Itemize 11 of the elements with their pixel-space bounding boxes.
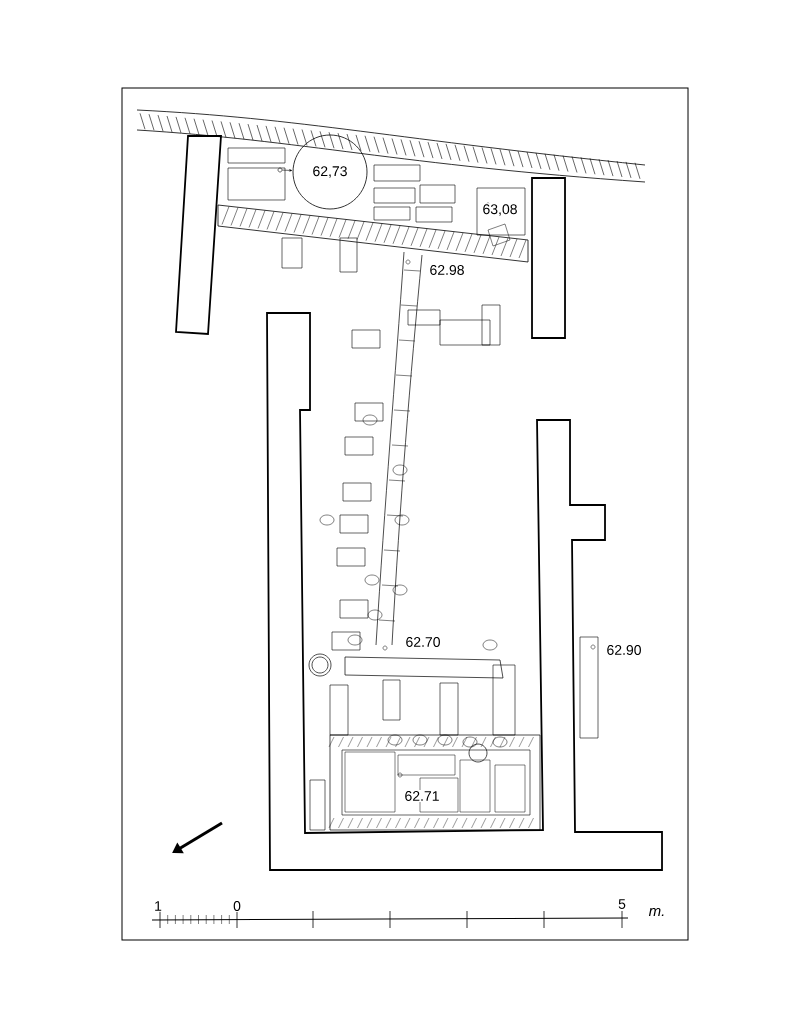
level-point [277,167,283,173]
scale-unit: m. [647,907,667,918]
elevation-label: 62.71 [403,790,441,802]
elevation-label: 62.70 [404,636,442,648]
elevation-label: 63,08 [481,203,519,217]
scale-number: 5 [617,898,627,910]
scale-number: 0 [232,900,242,912]
elevation-label: 62.98 [428,264,466,276]
elevation-label: 62.90 [605,644,643,656]
leader-line [282,169,293,172]
scale-number: 1 [153,900,163,912]
